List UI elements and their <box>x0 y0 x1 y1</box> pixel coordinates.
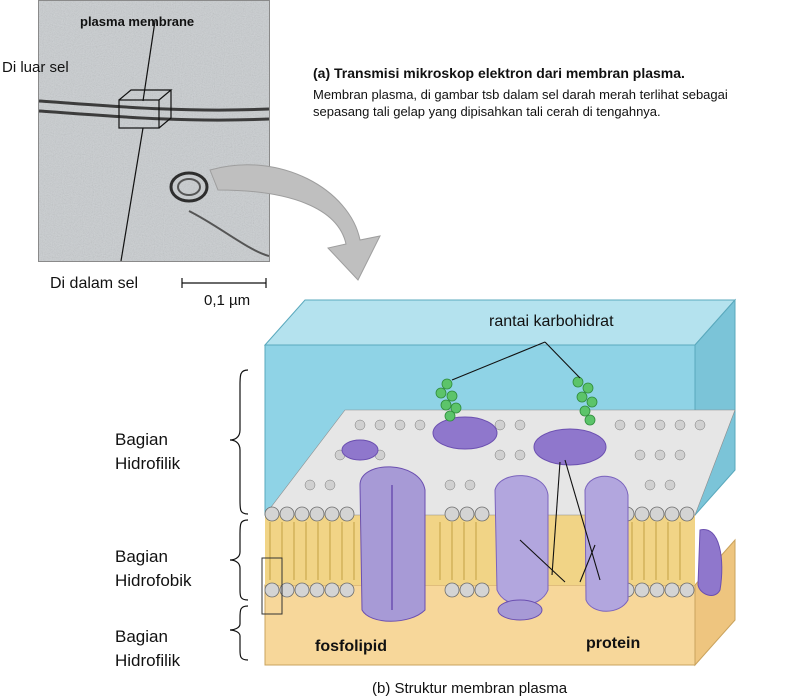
plasma-membrane-label: plasma membrane <box>80 14 195 29</box>
region-top-label: Bagian Hidrofilik <box>115 428 180 476</box>
carbohydrate-chain-label: rantai karbohidrat <box>489 313 614 330</box>
region-brackets <box>229 369 249 661</box>
caption-a-title: (a) Transmisi mikroskop elektron dari me… <box>313 65 685 81</box>
lipid-heads-bottom <box>264 582 695 598</box>
carbohydrate-chains <box>435 376 598 426</box>
inside-cell-label: Di dalam sel <box>50 275 139 292</box>
micrograph-image <box>39 1 269 261</box>
region-top-line2: Hidrofilik <box>115 454 181 473</box>
caption-a-body: Membran plasma, di gambar tsb dalam sel … <box>313 87 728 119</box>
caption-b: (b) Struktur membran plasma <box>372 680 568 697</box>
region-middle-line1: Bagian <box>115 547 168 566</box>
membrane-diagram <box>229 298 737 667</box>
region-bottom-line1: Bagian <box>115 627 168 646</box>
outside-cell-label: Di luar sel <box>2 59 69 76</box>
protein-label: protein <box>586 635 641 652</box>
region-bottom-label: Bagian Hidrofilik <box>115 625 180 673</box>
electron-micrograph <box>38 0 270 262</box>
region-middle-label: Bagian Hidrofobik <box>115 545 192 593</box>
zoom-arrow <box>209 164 381 281</box>
membrane-proteins <box>341 416 723 622</box>
lipid-heads-top <box>264 506 695 522</box>
scale-bar <box>181 278 267 288</box>
cube-marker <box>118 89 173 129</box>
scale-bar-label: 0,1 µm <box>204 292 251 309</box>
region-middle-line2: Hidrofobik <box>115 571 192 590</box>
region-top-line1: Bagian <box>115 430 168 449</box>
region-bottom-line2: Hidrofilik <box>115 651 181 670</box>
phospholipid-label: fosfolipid <box>315 638 387 655</box>
